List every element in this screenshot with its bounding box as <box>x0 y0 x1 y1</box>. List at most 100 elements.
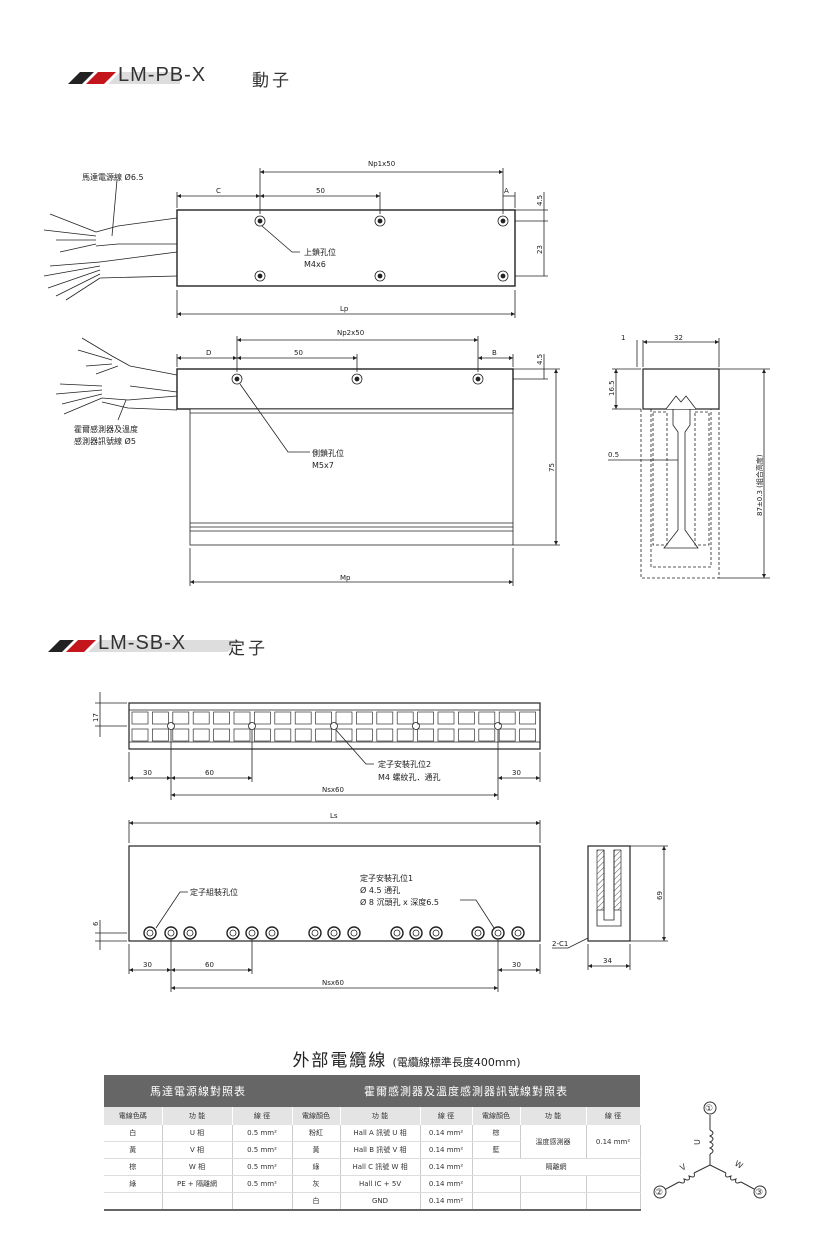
stator-hole <box>350 929 358 937</box>
table-cell: 綠 <box>104 1175 163 1193</box>
column-header: 線 徑 <box>232 1107 293 1125</box>
side-hole-label: 側鎖孔位 <box>312 448 344 458</box>
table-cell: 0.14 mm² <box>586 1125 641 1159</box>
table-row: 棕 W 相 0.5 mm² 綠 Hall C 訊號 W 相 0.14 mm² 隔… <box>104 1158 641 1176</box>
stator-side-holes <box>143 926 525 940</box>
magnet-block <box>498 728 516 742</box>
magnet-block <box>152 711 169 725</box>
dim30-left-label: 30 <box>143 769 152 777</box>
table-cell: W 相 <box>162 1158 233 1176</box>
magnet-block <box>131 711 149 725</box>
terminal-1: ① <box>705 1104 713 1114</box>
table-cell: 隔離網 <box>472 1158 641 1176</box>
magnet-block <box>396 728 414 742</box>
table-cell <box>472 1192 521 1211</box>
stator-top-holes <box>167 722 502 730</box>
table-cell: 0.14 mm² <box>420 1158 473 1176</box>
magnet-block <box>498 711 516 725</box>
phase-u-label: U <box>693 1139 702 1145</box>
cable-title: 外部電纜線 <box>292 1051 388 1071</box>
table-cell <box>104 1192 163 1211</box>
stator-hole <box>330 929 338 937</box>
magnet-block <box>315 728 332 742</box>
table-header-row: 電線色碼 功 能 線 徑 電線顏色 功 能 線 徑 電線顏色 功 能 線 徑 <box>104 1107 641 1125</box>
table-cell: Hall B 訊號 V 相 <box>340 1141 421 1159</box>
table-cell: 0.5 mm² <box>232 1158 293 1176</box>
dim30-left-label: 30 <box>143 961 152 969</box>
power-cable-label: 馬達電源線 Ø6.5 <box>82 172 144 182</box>
cable-table: 馬達電源線對照表 霍爾感測器及溫度感測器訊號線對照表 電線色碼 功 能 線 徑 … <box>104 1075 641 1211</box>
magnet-block <box>192 728 210 742</box>
stator-subtitle: 定子 <box>228 639 268 659</box>
stator-header: LM-SB-X 定子 <box>0 630 400 660</box>
magnet-block <box>315 711 332 725</box>
nsx-label: Nsx60 <box>322 979 344 987</box>
mount-hole1-counterbore: Ø 8 沉頭孔 x 深度6.5 <box>360 897 439 907</box>
table-row: 綠 PE + 隔離網 0.5 mm² 灰 Hall IC + 5V 0.14 m… <box>104 1175 641 1193</box>
dim45-label: 4.5 <box>536 195 544 206</box>
table-cell: V 相 <box>162 1141 233 1159</box>
table-cell: 白 <box>104 1125 163 1142</box>
stator-side-view <box>95 820 541 992</box>
magnet-block <box>376 728 394 742</box>
table-cell: 0.14 mm² <box>420 1175 473 1193</box>
mover-title: LM-PB-X <box>118 64 207 86</box>
table-cell <box>586 1175 641 1193</box>
table-cell: 黃 <box>292 1141 341 1159</box>
dim34-label: 34 <box>603 957 612 965</box>
ls-label: Ls <box>330 812 338 820</box>
magnet-block <box>335 711 353 725</box>
stator-hole2-spec: M4 螺紋孔．通孔 <box>378 772 441 782</box>
mp-label: Mp <box>340 574 351 582</box>
pitch-label: 50 <box>294 349 303 357</box>
table-cell: Hall A 訊號 U 相 <box>340 1125 421 1142</box>
a-label: A <box>504 187 509 195</box>
mount-hole1-through: Ø 4.5 通孔 <box>360 885 400 895</box>
stator-hole <box>514 929 522 937</box>
mover-side-view <box>55 336 560 586</box>
mover-top-labels: Np1x50 C 50 A 4.5 23 Lp 馬達電源線 Ø6.5 上鎖孔位 … <box>82 160 544 313</box>
magnet-block <box>233 711 251 725</box>
stator-side-labels: Ls 6 30 60 30 Nsx60 定子組裝孔位 定子安裝孔位1 Ø 4.5… <box>92 812 521 987</box>
column-header: 功 能 <box>520 1107 587 1125</box>
column-header: 線 徑 <box>420 1107 473 1125</box>
phase-v-label: V <box>679 1162 689 1173</box>
stator-hole <box>186 929 194 937</box>
table-cell <box>472 1175 521 1193</box>
table-cell: Hall C 訊號 W 相 <box>340 1158 421 1176</box>
np2-label: Np2x50 <box>337 329 364 337</box>
stator-hole <box>412 929 420 937</box>
magnet-block <box>335 728 353 742</box>
stator-end-view <box>552 845 668 970</box>
dim69-label: 69 <box>656 891 664 900</box>
header-stripe-logo <box>68 72 180 84</box>
mover-top-view <box>43 168 548 318</box>
table-cell: 灰 <box>292 1175 341 1193</box>
stator-magnets <box>131 711 536 742</box>
column-header: 電線色碼 <box>104 1107 163 1125</box>
table-cell: 0.14 mm² <box>420 1141 473 1159</box>
cable-note: (電纜線標準長度400mm) <box>392 1056 521 1069</box>
np1-label: Np1x50 <box>368 160 395 168</box>
magnet-block <box>192 711 210 725</box>
table-cell <box>520 1175 587 1193</box>
top-hole-label: 上鎖孔位 <box>304 247 336 257</box>
mover-header: LM-PB-X 動子 <box>0 62 400 92</box>
mover-side-labels: Np2x50 D 50 B 4.5 75 Mp 霍爾感測器及溫度 感測器訊號線 … <box>74 329 556 582</box>
wye-wiring-diagram: ① ② ③ U V W <box>653 1101 767 1199</box>
mover-subtitle: 動子 <box>252 71 292 91</box>
magnet-block <box>417 711 434 725</box>
d-label: D <box>206 349 211 357</box>
hall-cable-label-1: 霍爾感測器及溫度 <box>74 424 138 434</box>
table-cell <box>162 1192 233 1211</box>
table-cell: U 相 <box>162 1125 233 1142</box>
magnet-block <box>294 711 312 725</box>
table-row: 白 GND 0.14 mm² <box>104 1192 641 1211</box>
b-label: B <box>492 349 497 357</box>
magnet-block <box>396 711 414 725</box>
dim32-label: 32 <box>674 334 683 342</box>
magnet-block <box>131 728 149 742</box>
magnet-block <box>519 711 536 725</box>
magnet-block <box>437 728 455 742</box>
table-cell: 藍 <box>472 1141 521 1159</box>
